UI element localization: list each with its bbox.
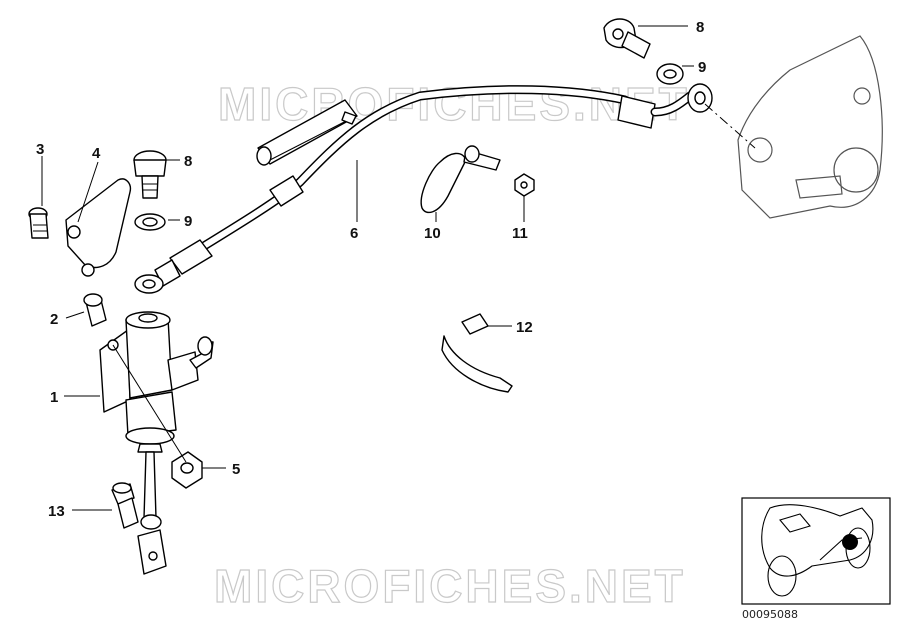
callout-3: 3 <box>36 141 44 158</box>
bracket-part-4 <box>65 178 132 277</box>
banjo-bolt-left <box>133 150 167 199</box>
assembly-centerline <box>704 103 756 149</box>
callout-2: 2 <box>50 311 58 328</box>
fitting-part-13 <box>111 482 139 529</box>
callout-11: 11 <box>512 225 528 242</box>
banjo-bolt-right <box>603 18 651 59</box>
caliper-housing <box>737 35 883 219</box>
callout-4: 4 <box>92 145 101 162</box>
screw-part-3 <box>28 207 49 239</box>
callout-8-right: 8 <box>696 19 704 36</box>
protective-sleeve <box>256 99 358 166</box>
locator-inset <box>741 497 891 605</box>
location-marker <box>842 534 858 550</box>
nut-part-5 <box>171 451 203 489</box>
callout-9-left: 9 <box>184 213 192 230</box>
callout-10: 10 <box>424 225 441 242</box>
leader-lines <box>41 25 694 511</box>
watermark-top: MICROFICHES.NET <box>218 78 690 130</box>
brake-line-part-6 <box>134 83 713 294</box>
bushing-part-2 <box>83 293 107 327</box>
callout-13: 13 <box>48 503 65 520</box>
clip-part-10 <box>420 145 501 214</box>
reference-number: 00095088 <box>742 608 798 621</box>
callout-12: 12 <box>516 319 533 336</box>
callout-8-left: 8 <box>184 153 192 170</box>
callout-5: 5 <box>232 461 240 478</box>
callout-9-right: 9 <box>698 59 706 76</box>
callout-1: 1 <box>50 389 58 406</box>
callout-6: 6 <box>350 225 358 242</box>
watermark-bottom: MICROFICHES.NET <box>214 560 686 612</box>
nut-part-11 <box>514 173 535 197</box>
